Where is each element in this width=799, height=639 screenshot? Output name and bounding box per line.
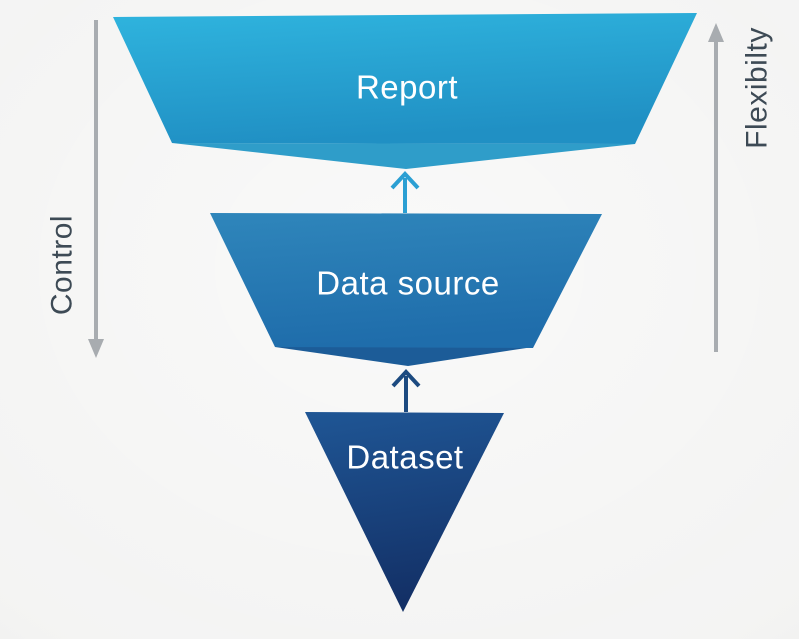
datasource-layer-lip — [275, 347, 533, 366]
report-layer-shape — [113, 13, 697, 144]
flexibility-axis: Flexibilty — [708, 23, 774, 352]
dataset-layer-label: Dataset — [346, 439, 463, 476]
arrow-up-icon — [708, 23, 724, 42]
control-axis-label: Control — [46, 215, 79, 315]
funnel-layer-report: Report — [113, 13, 697, 169]
datasource-layer-label: Data source — [316, 265, 499, 302]
control-axis: Control — [46, 20, 104, 358]
connector-head — [391, 369, 421, 388]
flexibility-axis-label: Flexibilty — [741, 27, 774, 149]
connector-up-arrow-icon — [390, 171, 420, 213]
dataset-layer-shape — [305, 412, 504, 612]
arrow-down-icon — [88, 339, 104, 358]
datasource-layer-shape — [210, 213, 602, 348]
report-layer-lip — [172, 143, 635, 169]
connector-head — [390, 171, 420, 190]
connector-up-arrow-icon — [391, 369, 421, 412]
funnel-layer-datasource: Data source — [210, 213, 602, 366]
funnel-layer-dataset: Dataset — [305, 412, 504, 612]
report-layer-label: Report — [356, 69, 458, 106]
